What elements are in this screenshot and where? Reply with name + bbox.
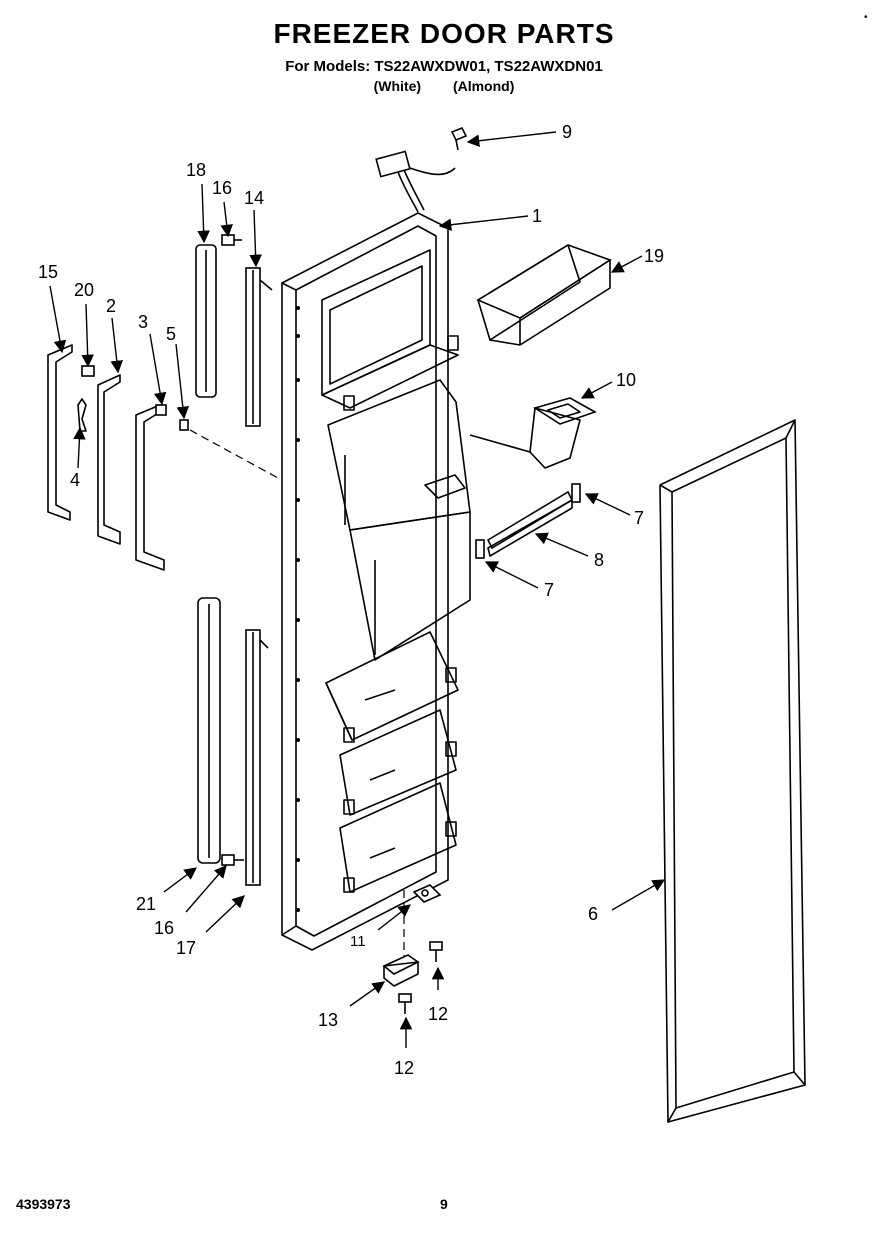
hinge-13 <box>382 954 420 987</box>
handle-15 <box>47 344 73 521</box>
channel-17 <box>245 629 269 886</box>
trim-21 <box>197 597 221 864</box>
callout-label: 2 <box>106 296 116 316</box>
door-liner <box>281 212 471 951</box>
page-title: FREEZER DOOR PARTS <box>273 18 615 49</box>
callout-label: 12 <box>394 1058 414 1078</box>
callout-label: 20 <box>74 280 94 300</box>
callout-label: 7 <box>544 580 554 600</box>
callout-label: 16 <box>154 918 174 938</box>
rail-8 <box>486 490 574 557</box>
handle-2 <box>97 374 121 545</box>
ice-chute-10 <box>469 397 597 469</box>
callout-label: 1 <box>532 206 542 226</box>
alignment-line <box>189 429 279 479</box>
pad-5 <box>179 419 189 431</box>
callout-label: 6 <box>588 904 598 924</box>
pad-3 <box>155 404 167 416</box>
end-cap-7-upper <box>571 483 581 503</box>
leader-lines <box>49 131 666 1048</box>
callout-label: 11 <box>350 933 366 950</box>
callout-label: 3 <box>138 312 148 332</box>
screw-16-lower <box>221 854 244 866</box>
screw-9 <box>450 126 468 151</box>
callout-label: 9 <box>562 122 572 142</box>
screw-12-upper <box>429 941 443 962</box>
clip-4 <box>77 398 87 432</box>
screw-16-upper <box>221 234 242 246</box>
page-number: 9 <box>440 1196 448 1212</box>
hinge-bushing-11 <box>412 884 442 903</box>
callout-label: 17 <box>176 938 196 958</box>
callout-label: 8 <box>594 550 604 570</box>
document-number: 4393973 <box>16 1196 71 1212</box>
trim-18 <box>195 244 217 398</box>
door-bin-19 <box>476 244 612 346</box>
corner-mark: • <box>864 12 868 23</box>
color-line: (White) (Almond) <box>373 78 515 94</box>
callout-label: 14 <box>244 188 264 208</box>
callout-label: 16 <box>212 178 232 198</box>
callout-label: 5 <box>166 324 176 344</box>
end-cap-7-lower <box>475 539 485 559</box>
callout-labels: 1 2 3 4 5 6 7 7 8 9 10 11 12 12 13 14 15… <box>38 122 664 1078</box>
callout-label: 4 <box>70 470 80 490</box>
models-line: For Models: TS22AWXDW01, TS22AWXDN01 <box>285 58 603 75</box>
clip-20 <box>81 365 95 377</box>
callout-label: 19 <box>644 246 664 266</box>
callout-label: 21 <box>136 894 156 914</box>
callout-label: 18 <box>186 160 206 180</box>
callout-label: 7 <box>634 508 644 528</box>
screw-holes <box>296 306 300 912</box>
wire-harness <box>375 150 456 213</box>
callout-label: 12 <box>428 1004 448 1024</box>
screw-12-lower <box>398 993 412 1014</box>
callout-label: 13 <box>318 1010 338 1030</box>
callout-label: 15 <box>38 262 58 282</box>
handle-3 <box>135 404 165 571</box>
channel-14 <box>245 267 273 427</box>
door-gasket-6 <box>659 419 806 1123</box>
callout-label: 10 <box>616 370 636 390</box>
